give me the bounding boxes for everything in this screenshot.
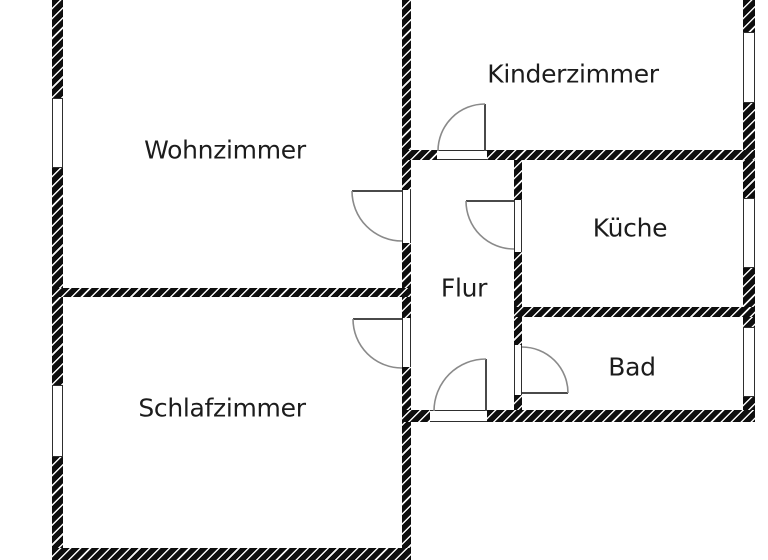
schlafzimmer-window-icon: [52, 385, 63, 457]
wall-kinderzimmer-bottom-right: [487, 150, 755, 160]
schlafzimmer-door-arc-icon: [352, 318, 403, 369]
wohnzimmer-window-icon: [52, 98, 63, 168]
room-label-flur: Flur: [440, 273, 488, 303]
room-label-schlafzimmer: Schlafzimmer: [138, 393, 306, 423]
kueche-door-threshold: [514, 200, 522, 252]
wall-center-upper: [402, 0, 411, 190]
bad-door-threshold: [514, 345, 522, 395]
wohnzimmer-door-arc-icon: [351, 190, 403, 242]
wall-center-lower: [402, 367, 411, 560]
wall-flur-kueche-lower: [514, 252, 522, 345]
wall-center-middle: [402, 243, 411, 318]
room-label-kueche: Küche: [592, 213, 668, 243]
entrance-door-threshold: [430, 410, 487, 422]
wall-right-mid2: [743, 268, 755, 327]
wall-right-upper: [743, 0, 755, 32]
kueche-window-icon: [743, 198, 755, 268]
room-label-wohnzimmer: Wohnzimmer: [144, 135, 306, 165]
wall-wohnzimmer-schlafzimmer: [52, 288, 411, 297]
wall-flur-bottom-left: [402, 410, 430, 422]
wall-left-upper: [52, 0, 63, 98]
kinderzimmer-door-threshold: [437, 150, 487, 160]
wall-flur-bad-stub: [514, 395, 522, 422]
wall-schlafzimmer-bottom: [52, 548, 411, 560]
kinderzimmer-door-arc-icon: [437, 103, 486, 152]
kinderzimmer-window-icon: [743, 32, 755, 103]
bad-window-icon: [743, 327, 755, 397]
kueche-door-arc-icon: [465, 200, 515, 250]
wohnzimmer-door-threshold: [402, 190, 411, 243]
wall-left-lower: [52, 457, 63, 560]
room-label-bad: Bad: [608, 352, 656, 382]
wall-left-middle: [52, 168, 63, 385]
wall-flur-kueche-upper: [514, 150, 522, 200]
room-label-kinderzimmer: Kinderzimmer: [487, 59, 659, 89]
wall-kinderzimmer-bottom-left: [402, 150, 437, 160]
bad-door-arc-icon: [521, 346, 569, 394]
entrance-door-arc-icon: [433, 358, 487, 412]
schlafzimmer-door-threshold: [402, 318, 411, 367]
wall-bad-bottom: [487, 410, 755, 422]
wall-kueche-bottom: [514, 307, 755, 317]
